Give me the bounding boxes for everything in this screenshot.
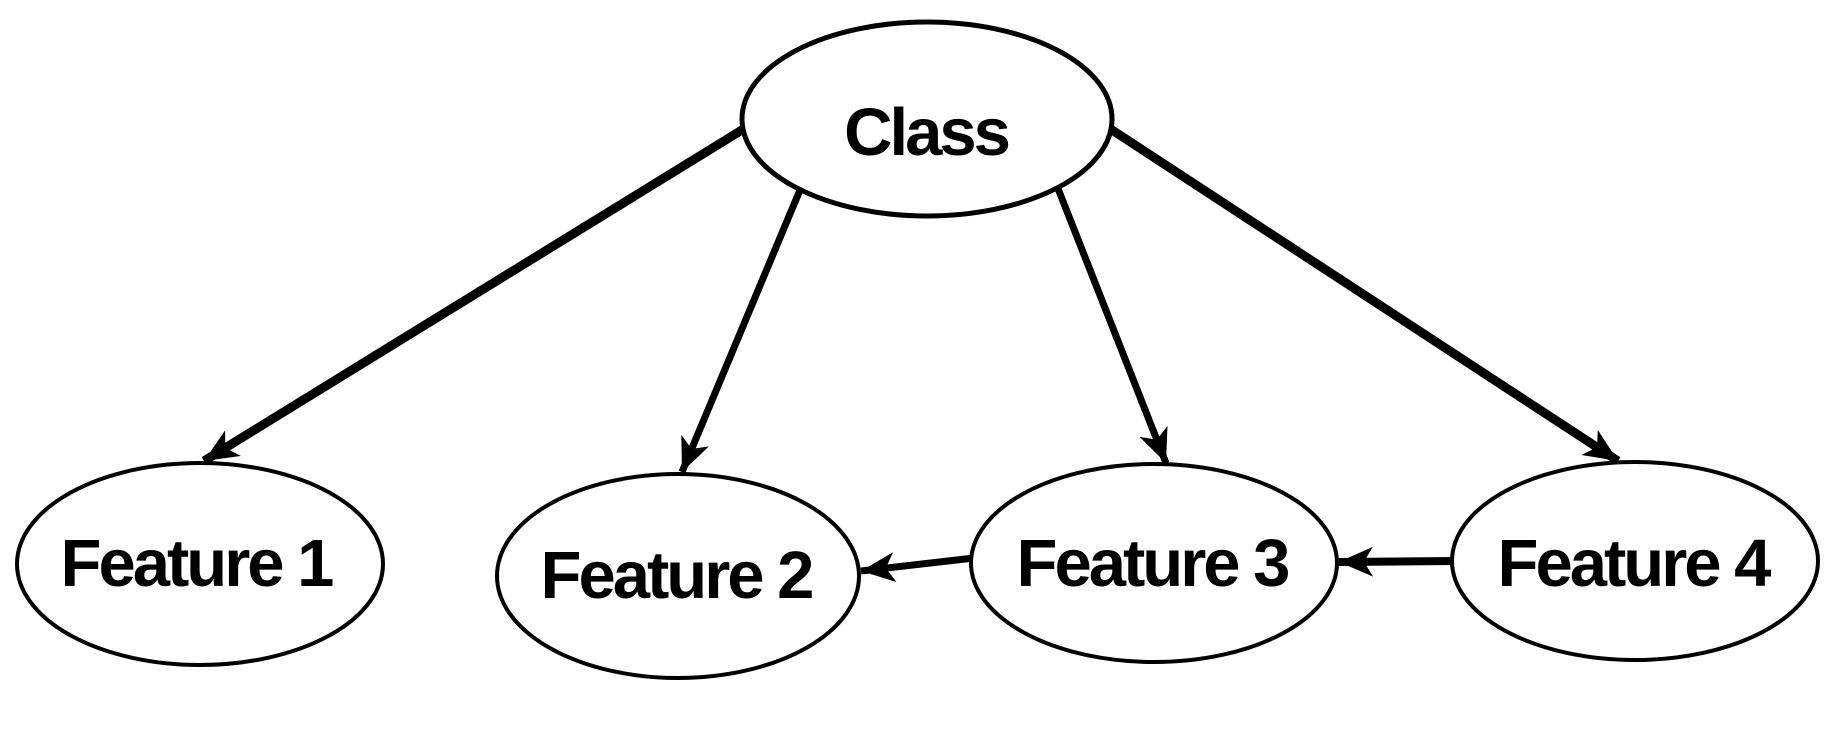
- edge-class-to-feature2: [678, 188, 804, 474]
- node-feature4-label: Feature 4: [1498, 526, 1772, 601]
- node-feature3-ellipse: [969, 462, 1339, 664]
- node-feature2-ellipse: [495, 472, 861, 680]
- node-feature2-label: Feature 2: [541, 538, 813, 613]
- edge-feature4-to-feature3: [1338, 546, 1455, 577]
- node-class: Class: [739, 19, 1115, 219]
- node-feature3: Feature 3: [969, 462, 1339, 664]
- node-class-ellipse: [739, 19, 1115, 219]
- node-feature2: Feature 2: [495, 472, 861, 680]
- node-feature3-label: Feature 3: [1017, 526, 1289, 601]
- node-class-label: Class: [844, 95, 1009, 170]
- edge-feature3-to-feature2: [860, 552, 975, 583]
- node-feature4-ellipse: [1450, 460, 1820, 662]
- edge-class-to-feature4: [1103, 122, 1621, 465]
- edges-layer: [201, 121, 1621, 583]
- node-feature1-ellipse: [15, 461, 385, 667]
- edge-class-to-feature1: [201, 121, 753, 465]
- edge-class-to-feature3: [1053, 184, 1170, 465]
- node-feature1: Feature 1: [15, 461, 385, 667]
- node-feature4: Feature 4: [1450, 460, 1820, 662]
- node-feature1-label: Feature 1: [61, 526, 334, 601]
